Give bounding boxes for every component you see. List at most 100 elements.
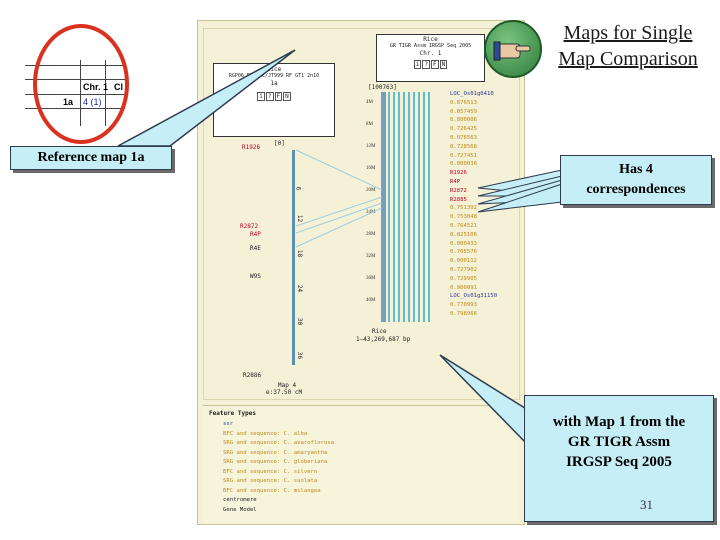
feature-label[interactable]: 0.753048 bbox=[450, 214, 477, 221]
right-map-top-marker: [100763] bbox=[368, 84, 397, 91]
feature-label[interactable]: 0.000112 bbox=[450, 258, 477, 265]
correspondences-callout-line2: correspondences bbox=[586, 182, 686, 197]
feature-label[interactable]: 0.726425 bbox=[450, 126, 477, 133]
with-map-callout-line1: with Map 1 from the bbox=[552, 414, 686, 430]
right-map-buttons: i ? F N bbox=[377, 60, 484, 69]
right-map-btn-i[interactable]: i bbox=[413, 60, 422, 69]
hand-pointer-glyph bbox=[493, 41, 531, 61]
feature-label[interactable]: 0.798966 bbox=[450, 310, 477, 317]
right-map-bar[interactable] bbox=[381, 92, 386, 322]
legend-item: SRG and sequence: C. avaroflorosa bbox=[223, 440, 335, 446]
feature-label[interactable]: 0.876513 bbox=[450, 99, 477, 106]
feature-label[interactable]: 0.000433 bbox=[450, 240, 477, 247]
feature-label[interactable]: LOC_Os01g0410 bbox=[450, 91, 494, 97]
feature-label[interactable]: 0.728568 bbox=[450, 143, 477, 150]
legend-item: SRG and sequence: C. suolata bbox=[223, 478, 318, 484]
feature-label[interactable]: 0.764521 bbox=[450, 222, 477, 229]
left-map-species: Rice bbox=[266, 66, 282, 73]
right-map-header-box[interactable]: Rice GR TIGR Assm IRGSP Seq 2005 Chr. 1 … bbox=[376, 34, 485, 82]
feature-label[interactable]: 0.057459 bbox=[450, 108, 477, 115]
right-tick: 32M bbox=[366, 254, 376, 259]
right-tick: 12M bbox=[366, 144, 376, 149]
left-map-btn-i[interactable]: i bbox=[257, 92, 265, 101]
feature-label[interactable]: 0.727451 bbox=[450, 152, 477, 159]
legend-title: Feature Types bbox=[209, 410, 256, 417]
left-map-set: RGP06 RDNUSC/JT999 RF GT1 2n10 bbox=[228, 73, 320, 79]
table-cell-link[interactable]: 4 (1) bbox=[83, 97, 102, 107]
hand-pointer-icon[interactable] bbox=[484, 20, 542, 78]
right-map-set: GR TIGR Assm IRGSP Seq 2005 bbox=[389, 43, 472, 49]
correspondences-callout-line1: Has 4 bbox=[619, 162, 653, 177]
left-map-btn-f[interactable]: F bbox=[274, 92, 283, 101]
correspondence-table-fragment: Chr. 1 Cl 1a 4 (1) bbox=[25, 60, 125, 126]
left-map-bottom-name: Map 4 bbox=[278, 382, 297, 389]
right-tick: 40M bbox=[366, 298, 376, 303]
right-map-btn-up[interactable]: ? bbox=[422, 60, 430, 69]
right-map-feature-list: LOC_Os01g0410 0.876513 0.057459 0.800006… bbox=[450, 90, 497, 319]
feature-label[interactable]: 0.900091 bbox=[450, 284, 477, 291]
table-col-header: Chr. 1 bbox=[83, 82, 109, 92]
legend-item: BFC and sequence: C. alba bbox=[223, 430, 308, 437]
legend-item: ssr bbox=[223, 421, 234, 427]
correspondence-line bbox=[295, 149, 383, 191]
legend-item: SRG and sequence: C. amaryantha bbox=[223, 449, 328, 456]
legend-item: SRG and sequence: C. globeriana bbox=[223, 459, 328, 465]
with-map-callout-line2: GR TIGR Assm bbox=[567, 434, 671, 450]
right-map-species: Rice bbox=[423, 36, 438, 43]
left-map-btn-n[interactable]: N bbox=[283, 92, 291, 101]
feature-label[interactable]: 0.076563 bbox=[450, 134, 477, 141]
feature-label[interactable]: R2885 bbox=[450, 196, 467, 203]
left-map-buttons: i ? F N bbox=[214, 92, 334, 101]
with-map-callout: with Map 1 from the GR TIGR Assm IRGSP S… bbox=[524, 395, 714, 522]
left-map-top-marker: [0] bbox=[274, 140, 285, 147]
with-map-callout-pointer bbox=[439, 354, 529, 447]
slide-title: Maps for Single Map Comparison bbox=[538, 20, 718, 72]
legend-item: Gene Model bbox=[223, 506, 257, 513]
right-map-btn-f[interactable]: F bbox=[431, 60, 439, 69]
left-map-bar[interactable] bbox=[292, 150, 295, 365]
reference-callout-pointer bbox=[117, 49, 296, 147]
feature-label[interactable]: LOC_Os01g31150 bbox=[450, 293, 498, 300]
right-tick: 8M bbox=[366, 122, 373, 127]
right-map-btn-n[interactable]: N bbox=[439, 60, 448, 69]
page-number: 31 bbox=[640, 497, 653, 512]
correspondences-callout: Has 4 correspondences bbox=[560, 155, 712, 205]
table-row-label: 1a bbox=[63, 97, 74, 107]
highlight-circle bbox=[33, 24, 129, 144]
left-marker-r4p[interactable]: R4P bbox=[250, 231, 261, 238]
slide-title-line1: Maps for Single bbox=[563, 22, 693, 44]
feature-label[interactable]: 0.770993 bbox=[450, 302, 477, 309]
right-map-features-band[interactable] bbox=[388, 92, 430, 322]
feature-label[interactable]: 0.729905 bbox=[450, 275, 477, 282]
right-map-name: Chr. 1 bbox=[419, 50, 442, 57]
legend-item: BFC and sequence: C. milangea bbox=[223, 487, 321, 494]
left-map-name: 1a bbox=[270, 80, 278, 87]
legend-item: centromere bbox=[223, 497, 257, 503]
left-marker-r1926[interactable]: R1926 bbox=[242, 144, 261, 151]
feature-label[interactable]: 0.825106 bbox=[450, 231, 477, 238]
left-marker-r2872[interactable]: R2872 bbox=[240, 223, 259, 230]
left-map-btn-up[interactable]: ? bbox=[265, 92, 274, 101]
correspondence-line bbox=[295, 207, 383, 248]
table-col-header-2: Cl bbox=[114, 82, 123, 92]
right-map-ticks: 4M 8M 12M 16M 20M 24M 28M 32M 36M 40M bbox=[366, 92, 378, 322]
right-tick: 36M bbox=[366, 276, 376, 281]
right-tick: 4M bbox=[366, 100, 373, 105]
feature-label[interactable]: 0.800006 bbox=[450, 117, 477, 124]
feature-label[interactable]: R2872 bbox=[450, 187, 467, 194]
left-marker-r4e[interactable]: R4E bbox=[250, 245, 261, 252]
feature-types-legend: Feature Types ssr BFC and sequence: C. a… bbox=[203, 405, 518, 523]
cmap-map-area bbox=[203, 28, 520, 400]
left-marker-w9s[interactable]: W9S bbox=[250, 273, 261, 280]
feature-label[interactable]: 0.705576 bbox=[450, 249, 477, 256]
feature-label[interactable]: 0.751392 bbox=[450, 205, 477, 212]
right-tick: 24M bbox=[366, 210, 376, 215]
feature-label[interactable]: 0.727902 bbox=[450, 266, 477, 273]
left-map-bottom-length: e:37.50 cM bbox=[266, 389, 303, 396]
feature-label[interactable]: 0.000036 bbox=[450, 161, 477, 168]
feature-label[interactable]: R4P bbox=[450, 178, 461, 185]
reference-map-callout: Reference map 1a bbox=[10, 146, 172, 170]
left-map-header-box[interactable]: Rice RGP06 RDNUSC/JT999 RF GT1 2n10 1a i… bbox=[213, 63, 335, 137]
feature-label[interactable]: R1926 bbox=[450, 170, 467, 177]
right-map-bottom-name: Rice bbox=[372, 328, 387, 335]
